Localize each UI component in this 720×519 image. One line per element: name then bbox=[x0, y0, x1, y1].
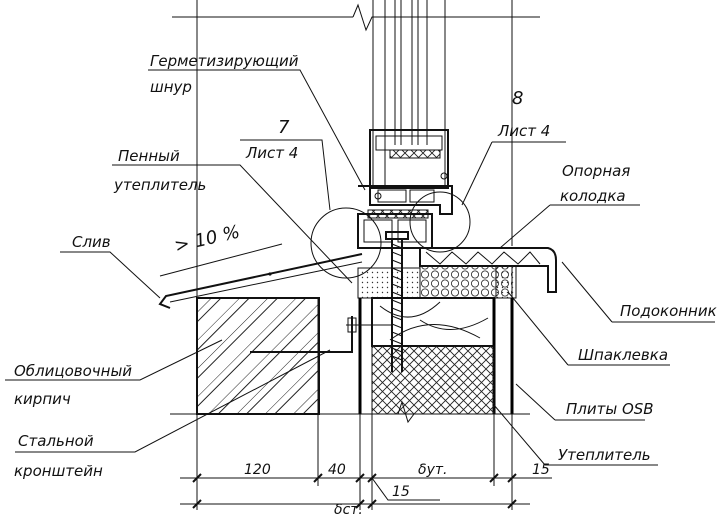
label-insulation: Утеплитель bbox=[558, 446, 651, 464]
steel-bracket bbox=[250, 316, 392, 353]
label-steel-bracket-1: Стальной bbox=[18, 432, 94, 450]
detail-7-number: 7 bbox=[278, 117, 290, 138]
detail-7-circle bbox=[310, 207, 382, 279]
dim-gap: 40 bbox=[328, 462, 346, 478]
drip-flashing bbox=[158, 253, 363, 309]
fixing-screw bbox=[385, 231, 409, 372]
label-support-block-2: колодка bbox=[560, 187, 626, 205]
label-steel-bracket-2: кронштейн bbox=[14, 462, 103, 480]
dim-insul: δут. bbox=[418, 462, 447, 478]
label-slope: > 10 % bbox=[172, 221, 242, 256]
label-putty: Шпаклевка bbox=[578, 346, 668, 364]
label-osb-boards: Плиты OSB bbox=[566, 400, 654, 418]
leader-lines bbox=[5, 69, 715, 466]
label-foam-insulation-2: утеплитель bbox=[113, 176, 206, 194]
label-support-block-1: Опорная bbox=[562, 162, 630, 180]
support-block bbox=[357, 267, 421, 299]
label-sealing-cord-2: шнур bbox=[150, 78, 192, 96]
timber-bar bbox=[371, 297, 495, 347]
label-sealing-cord-1: Герметизирующий bbox=[150, 52, 299, 70]
wall-insulation bbox=[371, 345, 495, 415]
window-profile bbox=[357, 129, 453, 249]
window-frame-lines bbox=[172, 0, 540, 296]
label-facing-brick-2: кирпич bbox=[14, 390, 71, 408]
detail-7-sheet: Лист 4 bbox=[245, 144, 298, 162]
dimension-lines bbox=[180, 414, 552, 510]
dim-brick: 120 bbox=[244, 462, 271, 478]
window-sill-board bbox=[419, 247, 557, 293]
label-facing-brick-1: Облицовочный bbox=[14, 362, 132, 380]
label-foam-insulation-1: Пенный bbox=[118, 147, 180, 165]
putty-layer bbox=[495, 265, 517, 299]
detail-8-sheet: Лист 4 bbox=[497, 122, 550, 140]
label-drip: Слив bbox=[72, 233, 111, 251]
dim-osb-inner: 15 bbox=[532, 462, 550, 478]
detail-8-circle bbox=[409, 191, 471, 253]
dim-wall-total: δст. bbox=[334, 502, 363, 518]
label-window-sill: Подоконник bbox=[620, 302, 717, 320]
brick-facing bbox=[196, 297, 320, 415]
dim-osb-outer: 15 bbox=[392, 484, 410, 500]
detail-8-number: 8 bbox=[512, 88, 523, 109]
